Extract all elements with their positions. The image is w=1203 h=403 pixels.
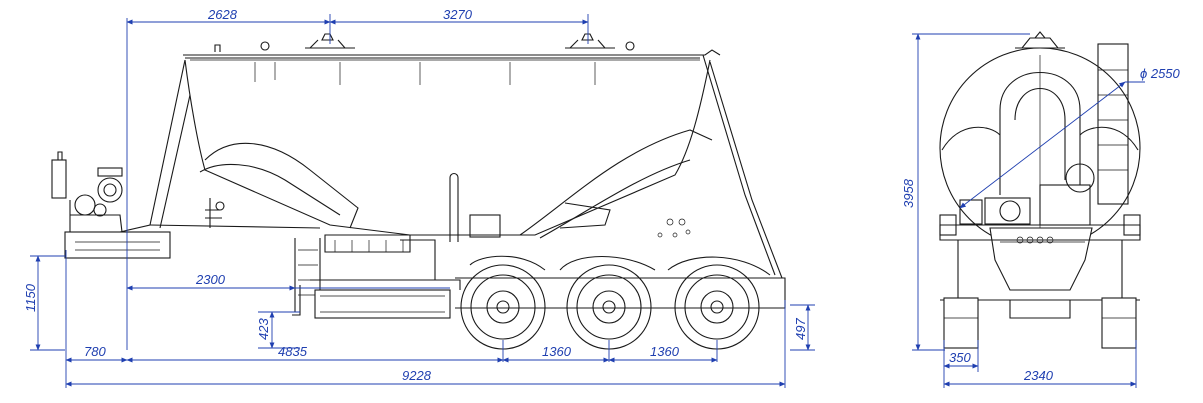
rear-view-dimensions: 3958 ϕ 2550 350 2340	[901, 33, 1181, 388]
side-view	[51, 33, 786, 350]
dim-kingpin-axle: 2300	[195, 272, 226, 287]
dim-hitch-height: 1150	[23, 283, 38, 312]
dim-front-overhang: 780	[84, 344, 106, 359]
dim-axle-spacing-1: 1360	[542, 344, 572, 359]
dim-wheel-width: 350	[949, 350, 971, 365]
dim-kingpin-first-axle: 4835	[278, 344, 308, 359]
dim-overall-length: 9228	[402, 368, 432, 383]
dim-axle-spacing-2: 1360	[650, 344, 680, 359]
rear-view	[939, 31, 1141, 349]
dim-tank-diameter: ϕ 2550	[1140, 66, 1181, 81]
dim-overall-height: 3958	[901, 178, 916, 208]
side-view-dimensions: 2628 3270 1150 2300 423 497 780 4835 136…	[23, 7, 815, 388]
dim-rear-clearance: 497	[793, 318, 808, 340]
dim-overall-width: 2340	[1023, 368, 1054, 383]
dim-top-hatches: 3270	[443, 7, 473, 22]
dim-support-height: 423	[256, 318, 271, 340]
dim-top-front: 2628	[207, 7, 238, 22]
